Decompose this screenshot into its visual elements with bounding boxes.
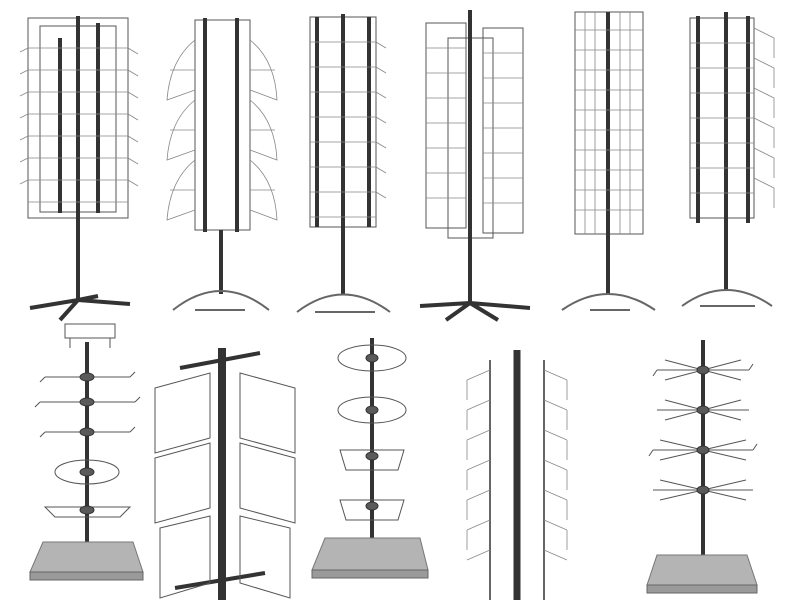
hook-rack-2 [646, 340, 758, 594]
spinner-rack-1 [19, 16, 139, 322]
spinner-rack-6 [681, 12, 775, 307]
spinner-rack-2 [166, 18, 278, 311]
spinner-rack-3 [296, 14, 391, 313]
spinner-rack-4 [419, 10, 531, 322]
spinner-rack-5 [561, 11, 656, 311]
hook-rack-1 [29, 323, 144, 581]
pocket-tower-rack [466, 350, 568, 600]
pocket-rack-closeup [154, 348, 296, 600]
ring-rack [311, 338, 429, 579]
